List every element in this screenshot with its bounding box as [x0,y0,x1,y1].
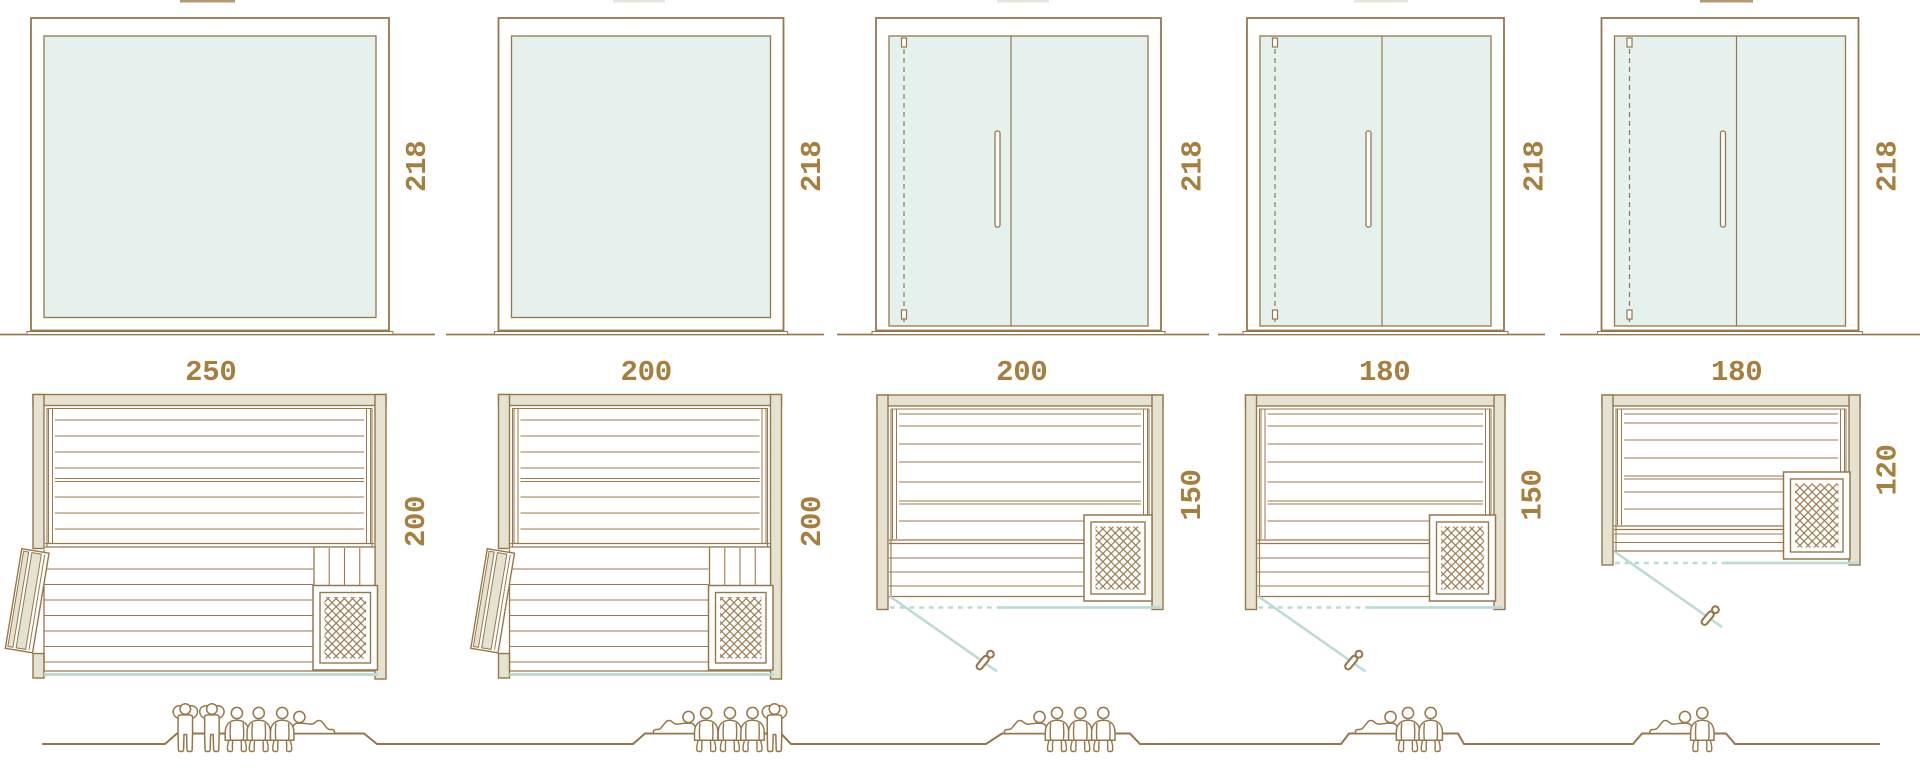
svg-text:200: 200 [400,496,433,547]
svg-text:218: 218 [1519,141,1552,192]
svg-text:250: 250 [185,356,236,389]
svg-text:200: 200 [796,496,829,547]
svg-text:218: 218 [1872,141,1905,192]
svg-text:150: 150 [1176,469,1209,520]
svg-text:120: 120 [1872,444,1905,495]
svg-text:200: 200 [996,356,1047,389]
svg-text:218: 218 [796,141,829,192]
svg-text:150: 150 [1517,469,1550,520]
svg-text:218: 218 [1177,141,1210,192]
svg-text:200: 200 [621,356,672,389]
svg-text:180: 180 [1359,356,1410,389]
svg-text:180: 180 [1711,356,1762,389]
svg-text:218: 218 [401,141,434,192]
